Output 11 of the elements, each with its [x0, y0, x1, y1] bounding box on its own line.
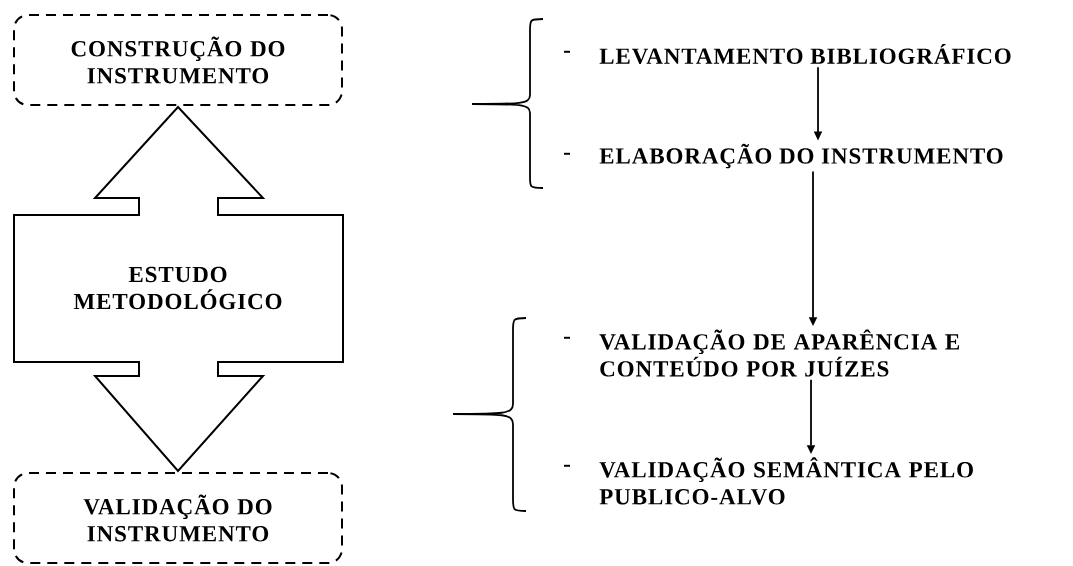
bullet-dash: -: [564, 50, 570, 53]
list-item: LEVANTAMENTO BIBLIOGRÁFICO: [599, 43, 1011, 65]
list-item: VALIDAÇÃO SEMÂNTICA PELO PUBLICO-ALVO: [599, 457, 973, 505]
edge-label: ESTUDO METODOLÓGICO: [73, 266, 282, 310]
list-item: ELABORAÇÃO DO INSTRUMENTO: [599, 143, 1003, 169]
list-item: VALIDAÇÃO DE APARÊNCIA E CONTEÚDO POR JUÍZES: [599, 329, 960, 377]
dashed-box: VALIDAÇÃO DO INSTRUMENTO: [13, 472, 343, 564]
dashed-box: CONSTRUÇÃO DO INSTRUMENTO: [13, 14, 343, 106]
bullet-dash: -: [564, 464, 570, 467]
bullet-dash: -: [564, 152, 570, 155]
bullet-dash: -: [564, 336, 570, 339]
